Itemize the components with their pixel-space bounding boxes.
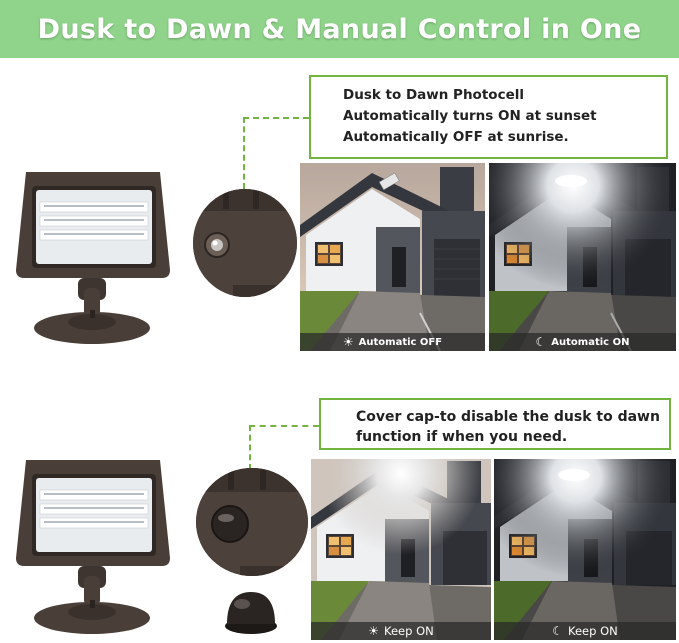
callout-line: Dusk to Dawn Photocell bbox=[343, 87, 524, 103]
photo-caption: ☾ Keep ON bbox=[494, 622, 676, 640]
callout-connector bbox=[243, 117, 309, 119]
moon-icon: ☾ bbox=[535, 335, 547, 349]
banner-title: Dusk to Dawn & Manual Control in One bbox=[37, 13, 642, 45]
photo-caption: ☀ Automatic OFF bbox=[300, 333, 485, 351]
caption-label: Automatic OFF bbox=[358, 336, 443, 348]
house-photo-night-capped: ☾ Keep ON bbox=[494, 459, 676, 640]
moon-icon: ☾ bbox=[552, 624, 564, 638]
caption-label: Keep ON bbox=[568, 624, 618, 638]
photo-caption: ☀ Keep ON bbox=[311, 622, 491, 640]
cover-cap-callout: Cover cap-to disable the dusk to dawn fu… bbox=[319, 398, 671, 450]
callout-line: Automatically turns ON at sunset bbox=[343, 108, 597, 124]
house-photo-day: ☀ Automatic OFF bbox=[300, 163, 485, 351]
capped-photocell-closeup bbox=[196, 468, 308, 576]
callout-line: function if when you need. bbox=[356, 429, 568, 445]
photocell-closeup bbox=[193, 189, 297, 297]
cover-cap bbox=[225, 592, 277, 634]
photocell-callout: Dusk to Dawn Photocell Automatically tur… bbox=[309, 75, 668, 159]
house-photo-night: ☾ Automatic ON bbox=[489, 163, 676, 351]
header-banner: Dusk to Dawn & Manual Control in One bbox=[0, 0, 679, 58]
callout-connector bbox=[243, 117, 245, 189]
callout-connector bbox=[249, 425, 319, 427]
flood-light-fixture bbox=[16, 172, 170, 344]
photo-caption: ☾ Automatic ON bbox=[489, 333, 676, 351]
caption-label: Automatic ON bbox=[551, 336, 630, 348]
house-photo-day-capped: ☀ Keep ON bbox=[311, 459, 491, 640]
flood-light-fixture bbox=[16, 460, 170, 634]
sun-icon: ☀ bbox=[342, 335, 354, 349]
callout-line: Cover cap-to disable the dusk to dawn bbox=[356, 409, 660, 425]
sun-icon: ☀ bbox=[368, 624, 380, 638]
callout-line: Automatically OFF at sunrise. bbox=[343, 129, 569, 145]
caption-label: Keep ON bbox=[384, 624, 434, 638]
callout-connector bbox=[249, 425, 251, 470]
